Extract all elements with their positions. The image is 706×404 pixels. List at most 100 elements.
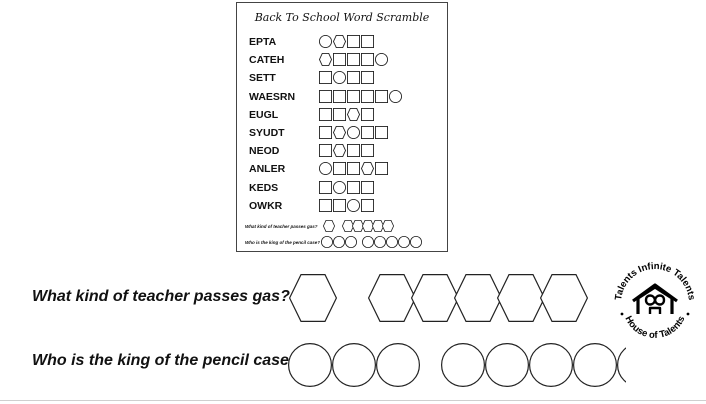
circle-shape	[331, 343, 376, 387]
question-2: Who is the king of the pencil case?	[32, 352, 299, 369]
scrambled-word: ANLER	[249, 163, 286, 176]
thumb-answer-1-shapes	[322, 219, 395, 233]
letter-boxes	[319, 144, 375, 158]
hexagon-shape	[332, 144, 347, 158]
square-shape	[319, 89, 333, 103]
circle-shape	[319, 162, 332, 176]
hexagon-shape	[346, 107, 361, 121]
letter-boxes	[319, 162, 389, 176]
worksheet-title: Back To School Word Scramble	[254, 11, 430, 24]
square-shape	[332, 162, 347, 176]
circle-shape	[617, 347, 626, 383]
square-shape	[375, 126, 389, 140]
hexagon-shape	[319, 53, 333, 67]
circle-shape	[362, 236, 375, 248]
hexagon-shape	[351, 219, 365, 233]
circle-shape	[333, 180, 346, 194]
logo-top-text: Talents Infinite Talents	[613, 261, 697, 301]
circle-shape	[321, 236, 333, 248]
circle-shape	[375, 343, 420, 387]
square-shape	[347, 53, 361, 67]
square-shape	[319, 126, 333, 140]
circle-shape	[410, 236, 423, 248]
circle-shape	[386, 236, 399, 248]
question-1: What kind of teacher passes gas?	[32, 288, 290, 305]
circle-shape	[333, 71, 346, 85]
square-shape	[375, 89, 389, 103]
scrambled-word: EUGL	[249, 108, 279, 121]
hexagon-shape	[496, 273, 546, 323]
hexagon-shape	[332, 126, 347, 140]
hexagon-shape	[539, 273, 589, 323]
square-shape	[319, 180, 333, 194]
letter-boxes	[319, 71, 375, 85]
circle-shape	[389, 89, 402, 103]
circle-shape	[529, 343, 574, 387]
thumb-answer-2-shapes	[321, 236, 423, 248]
square-shape	[361, 107, 375, 121]
square-shape	[319, 144, 333, 158]
hexagon-shape	[288, 273, 338, 323]
letter-boxes	[319, 53, 388, 67]
hexagon-shape	[322, 219, 336, 233]
hexagon-shape	[371, 219, 385, 233]
square-shape	[361, 180, 375, 194]
square-shape	[347, 35, 361, 49]
answer-1-hexagons	[288, 273, 589, 323]
circle-shape	[332, 236, 345, 248]
square-shape	[347, 180, 361, 194]
thumb-question-2: Who is the king of the pencil case?	[245, 240, 321, 245]
circle-shape	[347, 126, 360, 139]
thumb-question-1: What kind of teacher passes gas?	[245, 224, 318, 229]
divider	[0, 400, 706, 401]
hexagon-shape	[381, 219, 395, 233]
square-shape	[361, 198, 375, 212]
square-shape	[347, 89, 361, 103]
house-infinity-icon	[632, 283, 678, 314]
square-shape	[361, 126, 375, 140]
circle-shape	[344, 236, 357, 248]
square-shape	[375, 162, 389, 176]
circle-shape	[347, 198, 360, 212]
square-shape	[361, 53, 375, 67]
circle-shape	[441, 343, 486, 387]
square-shape	[361, 35, 375, 49]
letter-boxes	[319, 198, 375, 212]
scrambled-word: WAESRN	[249, 90, 296, 103]
scrambled-word: OWKR	[249, 199, 283, 212]
square-shape	[347, 144, 361, 158]
scrambled-word: CATEH	[249, 54, 285, 67]
circle-shape	[374, 236, 387, 248]
circle-shape	[288, 343, 332, 387]
hexagon-shape	[410, 273, 460, 323]
scrambled-word: SETT	[249, 72, 276, 85]
circle-shape	[319, 35, 332, 48]
scrambled-word: NEOD	[249, 145, 280, 158]
hexagon-shape	[367, 273, 417, 323]
letter-boxes	[319, 35, 375, 49]
letter-boxes	[319, 126, 389, 140]
answer-2-circles	[288, 343, 626, 387]
square-shape	[361, 89, 375, 103]
hexagon-shape	[360, 162, 375, 176]
square-shape	[332, 107, 347, 121]
square-shape	[319, 71, 333, 85]
letter-boxes	[319, 107, 375, 121]
square-shape	[347, 162, 361, 176]
letter-boxes	[319, 89, 402, 103]
circle-shape	[398, 236, 411, 248]
letter-boxes	[319, 180, 375, 194]
square-shape	[332, 53, 347, 67]
square-shape	[361, 71, 375, 85]
square-shape	[347, 71, 361, 85]
hexagon-shape	[361, 219, 375, 233]
square-shape	[319, 107, 333, 121]
logo-bottom-text: House of Talents	[622, 314, 687, 341]
circle-shape	[485, 343, 530, 387]
hexagon-shape	[332, 35, 347, 49]
square-shape	[332, 89, 347, 103]
circle-shape	[573, 343, 618, 387]
scrambled-word: KEDS	[249, 181, 279, 194]
hexagon-shape	[453, 273, 503, 323]
